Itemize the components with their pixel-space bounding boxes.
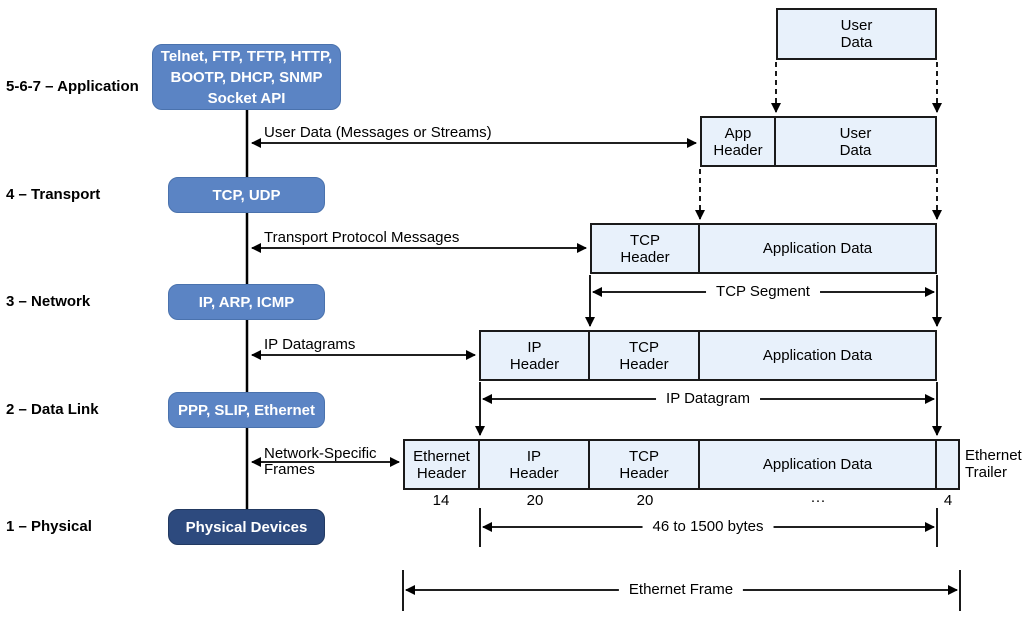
measure-ethernet-frame: Ethernet Frame	[618, 581, 744, 599]
measure-ip-datagram: IP Datagram	[656, 390, 760, 408]
cell-user-data: User Data	[778, 10, 935, 58]
flow-label-ip-datagrams: IP Datagrams	[264, 336, 356, 353]
size-ethernet-header: 14	[432, 492, 450, 509]
cell-application-data: Application Data	[700, 332, 935, 379]
layer-label-application: 5-6-7 – Application	[6, 78, 139, 95]
flow-label-transport: Transport Protocol Messages	[264, 229, 460, 246]
size-tcp-header: 20	[636, 492, 654, 509]
cell-ip-header: IP Header	[481, 332, 590, 379]
protocol-box-transport: TCP, UDP	[168, 177, 325, 213]
cell-ethernet-trailer	[937, 441, 958, 488]
layer-label-physical: 1 – Physical	[6, 518, 92, 535]
cell-ethernet-header: Ethernet Header	[405, 441, 480, 488]
layer-label-datalink: 2 – Data Link	[6, 401, 99, 418]
pdu-row-ethernet-frame: Ethernet Header IP Header TCP Header App…	[403, 439, 960, 490]
size-ethernet-trailer: 4	[943, 492, 953, 509]
layer-label-network: 3 – Network	[6, 293, 91, 310]
size-application-data: ···	[810, 492, 826, 509]
pdu-row-user-data: User Data	[776, 8, 937, 60]
cell-tcp-header: TCP Header	[590, 441, 700, 488]
protocol-box-physical: Physical Devices	[168, 509, 325, 545]
measure-payload-range: 46 to 1500 bytes	[642, 518, 774, 536]
cell-application-data: Application Data	[700, 441, 937, 488]
pdu-row-app-message: App Header User Data	[700, 116, 937, 167]
pdu-row-tcp-segment: TCP Header Application Data	[590, 223, 937, 274]
pdu-row-ip-datagram: IP Header TCP Header Application Data	[479, 330, 937, 381]
layer-label-transport: 4 – Transport	[6, 186, 101, 203]
cell-user-data: User Data	[776, 118, 935, 165]
protocol-box-application: Telnet, FTP, TFTP, HTTP, BOOTP, DHCP, SN…	[152, 44, 341, 110]
cell-tcp-header: TCP Header	[592, 225, 700, 272]
size-ip-header: 20	[526, 492, 544, 509]
ethernet-trailer-label: Ethernet Trailer	[965, 447, 1022, 481]
measure-tcp-segment: TCP Segment	[706, 283, 820, 301]
flow-label-network-frames: Network-Specific Frames	[264, 445, 377, 478]
cell-ip-header: IP Header	[480, 441, 590, 488]
protocol-box-network: IP, ARP, ICMP	[168, 284, 325, 320]
flow-label-user-data: User Data (Messages or Streams)	[264, 124, 492, 141]
cell-application-data: Application Data	[700, 225, 935, 272]
cell-app-header: App Header	[702, 118, 776, 165]
protocol-box-datalink: PPP, SLIP, Ethernet	[168, 392, 325, 428]
cell-tcp-header: TCP Header	[590, 332, 700, 379]
